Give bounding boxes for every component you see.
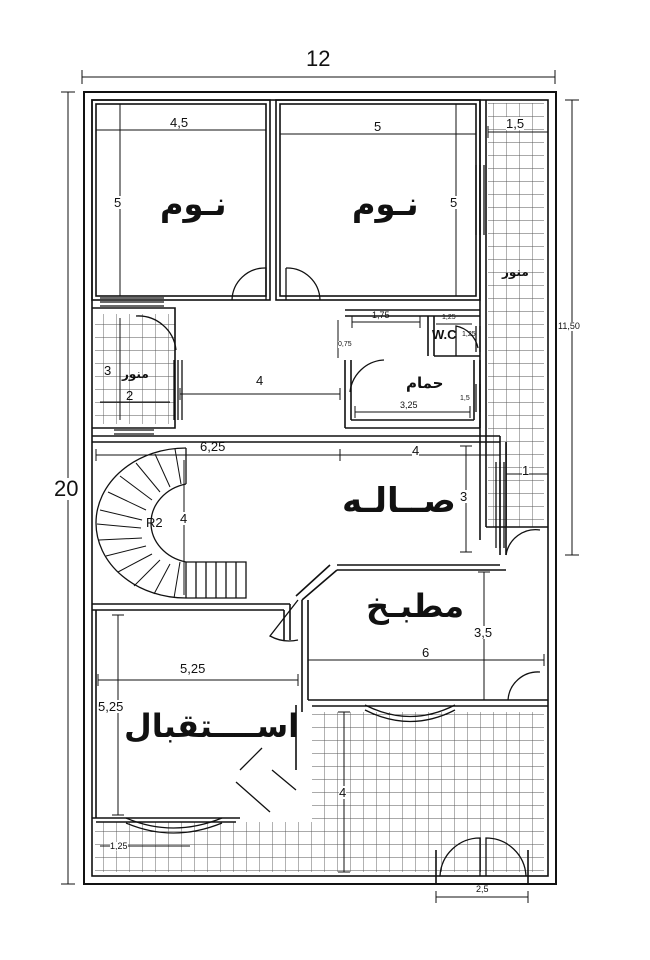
reception-height-label: 5,25 xyxy=(98,699,124,714)
hall-label: صــالـه xyxy=(342,481,456,521)
bath-height-label: 1,5 xyxy=(460,395,470,402)
front-width-label: 1,25 xyxy=(110,841,128,851)
courtyard-height-label: 11,50 xyxy=(558,321,580,331)
bathroom-label: حمام xyxy=(406,374,444,392)
hall-width2-label: 4 xyxy=(412,443,420,458)
hall-height-label: 3 xyxy=(460,489,468,504)
terrace-height-label: 4 xyxy=(339,785,347,800)
bed2-width-label: 5 xyxy=(374,119,382,134)
dimension-lines xyxy=(61,70,579,903)
windows xyxy=(100,165,505,834)
well-gap-label: 1 xyxy=(522,463,530,478)
bed2-height-label: 5 xyxy=(450,195,458,210)
kitchen-width-label: 6 xyxy=(422,645,430,660)
bath-width-label: 3,25 xyxy=(400,400,418,410)
wc-width-label: 1,75 xyxy=(372,310,390,320)
well-width-label: 1,5 xyxy=(506,116,525,131)
hall-width1-label: 6,25 xyxy=(200,439,226,454)
bed1-height-label: 5 xyxy=(114,195,122,210)
corridor-width-label: 4 xyxy=(256,373,264,388)
tiled-areas xyxy=(95,103,544,872)
overall-width-label: 12 xyxy=(306,46,331,71)
bedroom-1-label: نـوم xyxy=(160,185,227,223)
spiral-stair xyxy=(95,447,247,599)
stair-radius-label: R2 xyxy=(146,515,163,530)
lw-left-width-label: 2 xyxy=(126,388,134,403)
overall-depth-label: 20 xyxy=(54,476,79,501)
reception-label: اســــتقبال xyxy=(124,707,300,745)
light-well-right-label: منور xyxy=(502,265,529,279)
wc-width2-label: 1,25 xyxy=(442,314,456,321)
wc-gap-label: 0,75 xyxy=(338,341,352,348)
wc-height-label: 1,25 xyxy=(462,331,476,338)
kitchen-height-label: 3,5 xyxy=(474,625,493,640)
light-well-left-label: منور xyxy=(122,367,149,381)
entry-width-label: 2,5 xyxy=(476,884,489,894)
wc-label: W.C xyxy=(432,327,457,342)
bed1-width-label: 4,5 xyxy=(170,115,189,130)
lw-left-height-label: 3 xyxy=(104,363,112,378)
bedroom-2-label: نـوم xyxy=(352,185,419,223)
kitchen-label: مطبـخ xyxy=(366,587,465,625)
reception-width-label: 5,25 xyxy=(180,661,206,676)
doors xyxy=(135,267,541,877)
stair-height-label: 4 xyxy=(180,511,188,526)
interior-walls xyxy=(91,99,548,884)
